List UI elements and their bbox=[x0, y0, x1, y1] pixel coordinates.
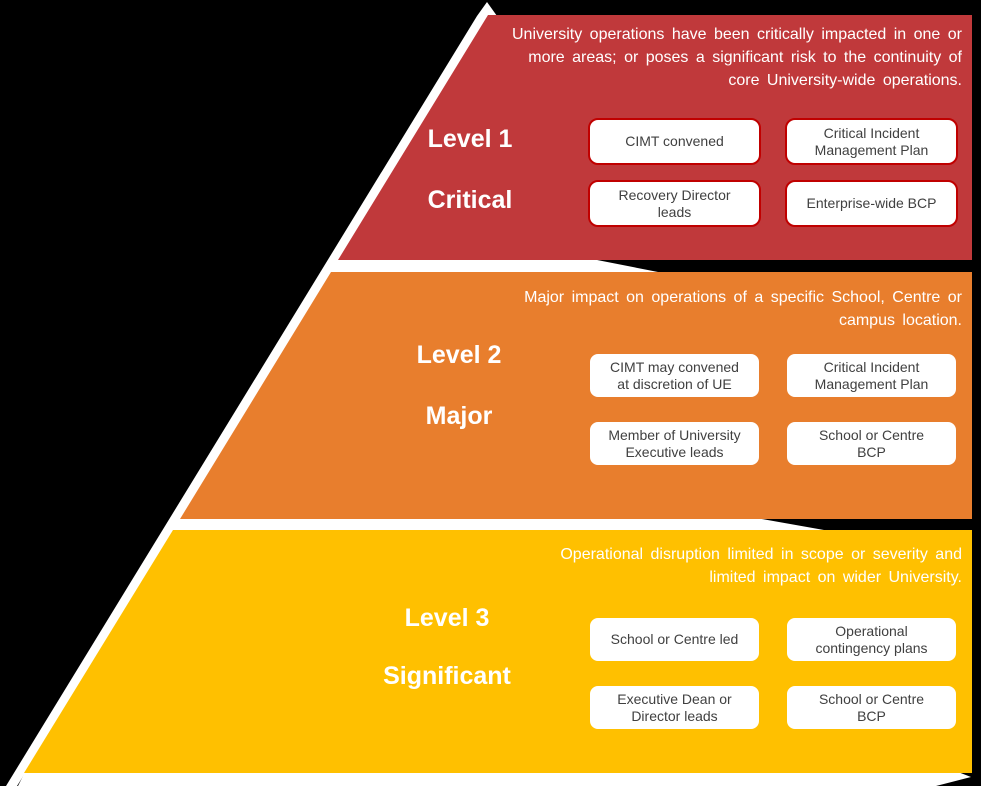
description-line: core University-wide operations. bbox=[728, 72, 962, 89]
outline-bottom-edge bbox=[18, 772, 971, 786]
info-box-cimt-may-convene: CIMT may convened at discretion of UE bbox=[588, 352, 761, 399]
info-box-line: Director leads bbox=[631, 707, 718, 724]
info-box-line: Operational bbox=[835, 622, 908, 639]
info-box-line: BCP bbox=[857, 443, 886, 460]
info-box-school-centre-led: School or Centre led bbox=[588, 616, 761, 663]
info-box-school-centre-bcp: School or Centre BCP bbox=[785, 684, 958, 731]
band-description: Major impact on operations of a specific… bbox=[482, 286, 962, 332]
info-box-recovery-director: Recovery Director leads bbox=[588, 180, 761, 227]
band-description: University operations have been critical… bbox=[482, 23, 962, 92]
info-box-line: Enterprise-wide BCP bbox=[806, 195, 937, 211]
severity-label: Significant bbox=[383, 662, 511, 690]
level-label: Level 2 bbox=[416, 341, 502, 369]
description-line: Operational disruption limited in scope … bbox=[560, 546, 962, 563]
info-box-line: Critical Incident bbox=[823, 358, 920, 375]
info-box-line: School or Centre bbox=[818, 690, 925, 707]
description-line: Major impact on operations of a specific… bbox=[524, 289, 962, 306]
outline-gap-1 bbox=[326, 259, 658, 272]
description-line: limited impact on wider University. bbox=[709, 569, 962, 586]
info-box-line: Executive leads bbox=[625, 443, 724, 460]
level-label: Level 1 bbox=[427, 125, 513, 153]
info-box-line: at discretion of UE bbox=[617, 375, 732, 392]
info-box-line: BCP bbox=[857, 707, 886, 724]
info-box-line: Executive Dean or bbox=[617, 690, 732, 707]
info-box-line: Management Plan bbox=[814, 375, 929, 392]
info-box-line: CIMT may convened bbox=[610, 358, 739, 375]
info-box-enterprise-bcp: Enterprise-wide BCP bbox=[785, 180, 958, 227]
level-label: Level 3 bbox=[404, 604, 490, 632]
info-box-line: Critical Incident bbox=[823, 124, 920, 141]
severity-label: Major bbox=[425, 402, 493, 430]
info-box-line: Recovery Director bbox=[618, 186, 731, 203]
info-box-executive-dean: Executive Dean or Director leads bbox=[588, 684, 761, 731]
info-box-university-executive: Member of University Executive leads bbox=[588, 420, 761, 467]
info-box-line: School or Centre led bbox=[610, 631, 739, 647]
severity-label: Critical bbox=[427, 186, 513, 214]
info-box-line: leads bbox=[657, 203, 692, 220]
band-description: Operational disruption limited in scope … bbox=[482, 543, 962, 589]
info-box-cimt-convened: CIMT convened bbox=[588, 118, 761, 165]
info-box-school-centre-bcp: School or Centre BCP bbox=[785, 420, 958, 467]
info-box-line: Management Plan bbox=[814, 141, 929, 158]
info-box-line: School or Centre bbox=[818, 426, 925, 443]
band-level-3: Operational disruption limited in scope … bbox=[24, 530, 972, 773]
info-box-line: CIMT convened bbox=[625, 133, 724, 149]
info-box-line: contingency plans bbox=[815, 639, 928, 656]
description-line: University operations have been critical… bbox=[512, 26, 962, 43]
info-box-operational-contingency: Operational contingency plans bbox=[785, 616, 958, 663]
info-box-critical-incident-plan: Critical Incident Management Plan bbox=[785, 118, 958, 165]
outline-left-edge bbox=[6, 2, 497, 786]
description-line: more areas; or poses a significant risk … bbox=[528, 49, 962, 66]
description-line: campus location. bbox=[838, 312, 962, 329]
info-box-critical-incident-plan: Critical Incident Management Plan bbox=[785, 352, 958, 399]
outline-gap-2 bbox=[170, 518, 824, 530]
info-box-line: Member of University bbox=[608, 426, 741, 443]
band-level-2: Major impact on operations of a specific… bbox=[180, 272, 972, 519]
